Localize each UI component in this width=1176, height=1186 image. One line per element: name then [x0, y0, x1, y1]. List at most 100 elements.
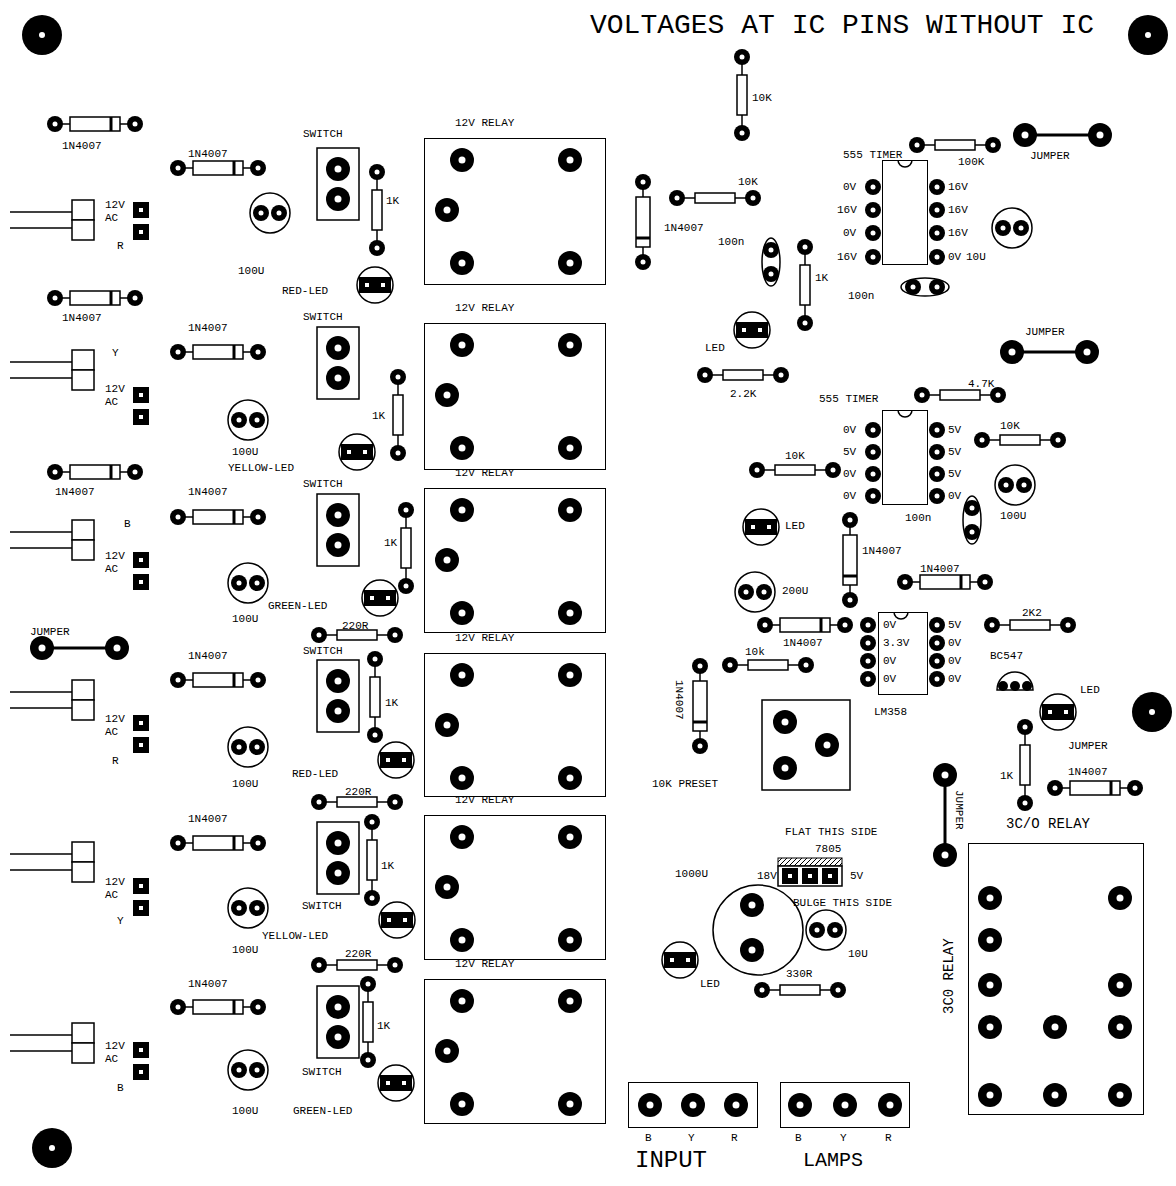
component-label: JUMPER: [1030, 150, 1070, 163]
component-label: Y: [688, 1132, 695, 1145]
component-label: 1K: [385, 697, 398, 710]
solder-pad: [929, 653, 945, 669]
relay-box: 12V RELAY: [424, 979, 606, 1124]
component-label: 16V: [948, 181, 968, 194]
part-label: 12V RELAY: [455, 117, 514, 130]
diode-symbol: [170, 999, 266, 1015]
component-label: 1K: [384, 537, 397, 550]
component-label: 10K PRESET: [652, 778, 718, 791]
ic-outline: 555 TIMER: [882, 160, 928, 265]
component-label: 18V: [757, 870, 777, 883]
part-label: 555 TIMER: [819, 393, 878, 406]
component-label: B: [124, 518, 131, 531]
component-label: 100U: [232, 944, 258, 957]
part-label: LAMPS: [803, 1149, 863, 1172]
component-label: BC547: [990, 650, 1023, 663]
component-label: 330R: [786, 968, 812, 981]
diode-symbol: [170, 160, 266, 176]
component-label: 10k: [745, 646, 765, 659]
solder-pad: [978, 1083, 1002, 1107]
jumper-symbol: [1000, 340, 1099, 364]
capacitor-symbol: [995, 465, 1035, 505]
solder-pad: [1108, 886, 1132, 910]
pcb-outline: [1022, 681, 1032, 691]
component-label: 1N4007: [188, 486, 228, 499]
component-label: 1N4007: [920, 563, 960, 576]
component-label: Y: [112, 347, 119, 360]
resistor-symbol: [369, 164, 385, 256]
component-label: JUMPER: [1068, 740, 1108, 753]
component-label: 200U: [782, 585, 808, 598]
component-label: 1N4007: [664, 222, 704, 235]
component-label: LED: [705, 342, 725, 355]
solder-pad: [724, 1093, 748, 1117]
wire-connector: [10, 520, 94, 560]
resistor-symbol: [669, 190, 761, 206]
resistor-symbol: [974, 432, 1066, 448]
solder-pad: [929, 635, 945, 651]
component-label: RED-LED: [282, 285, 328, 298]
solder-pad: [929, 466, 945, 482]
component-label: B: [645, 1132, 652, 1145]
resistor-symbol: [360, 976, 376, 1068]
solder-pad: [815, 733, 839, 757]
switch-symbol: [317, 822, 359, 894]
relay-box: 12V RELAY: [424, 815, 606, 960]
wire-connector: [10, 350, 94, 390]
capacitor-symbol: [228, 563, 268, 603]
component-label: 12V AC: [105, 713, 131, 738]
component-label: Y: [117, 915, 124, 928]
solder-pad: [865, 202, 881, 218]
resistor-symbol: [797, 239, 813, 331]
capacitor-symbol: [250, 193, 290, 233]
capacitor-symbol: [735, 572, 775, 612]
resistor-symbol: [364, 814, 380, 906]
part-label: INPUT: [635, 1147, 707, 1175]
solder-pad: [929, 179, 945, 195]
relay-pads: [435, 148, 582, 275]
component-label: 1N4007: [62, 140, 102, 153]
solder-pad: [773, 756, 797, 780]
resistor-symbol: [1017, 719, 1033, 811]
component-label: 1N4007: [55, 486, 95, 499]
pcb-outline: [778, 866, 842, 886]
solder-pad: [1108, 973, 1132, 997]
component-label: 1N4007: [188, 148, 228, 161]
square-pad: [802, 868, 818, 884]
diode-symbol: [897, 574, 993, 590]
relay-box: 12V RELAY: [424, 653, 606, 797]
relay-pads: [435, 663, 582, 790]
square-pad: [822, 868, 838, 884]
jumper-symbol: [30, 636, 129, 660]
component-label: 220R: [345, 948, 371, 961]
resistor-symbol: [909, 137, 1001, 153]
resistor-symbol: [697, 367, 789, 383]
component-label: 1K: [381, 860, 394, 873]
component-label: 10K: [752, 92, 772, 105]
component-label: 100U: [232, 1105, 258, 1118]
led-symbol: [379, 902, 415, 938]
solder-pad: [865, 488, 881, 504]
relay-pads: [435, 498, 582, 625]
component-label: 1N4007: [188, 813, 228, 826]
component-label: 16V: [948, 204, 968, 217]
ic-outline: 555 TIMER: [882, 410, 928, 505]
led-symbol: [734, 312, 770, 348]
relay-box: 12V RELAY: [424, 323, 606, 470]
mounting-hole: [1132, 692, 1172, 732]
component-label: B: [117, 1082, 124, 1095]
component-label: JUMPER: [1025, 326, 1065, 339]
relay-pads: [435, 333, 582, 460]
component-label: SWITCH: [303, 478, 343, 491]
component-label: R: [112, 755, 119, 768]
diode-symbol: [692, 658, 708, 754]
component-label: SWITCH: [303, 311, 343, 324]
diode-symbol: [842, 512, 858, 608]
led-symbol: [362, 580, 398, 616]
component-label: 5V: [948, 468, 961, 481]
component-label: 7805: [815, 843, 841, 856]
component-label: SWITCH: [302, 900, 342, 913]
component-label: 1K: [372, 410, 385, 423]
